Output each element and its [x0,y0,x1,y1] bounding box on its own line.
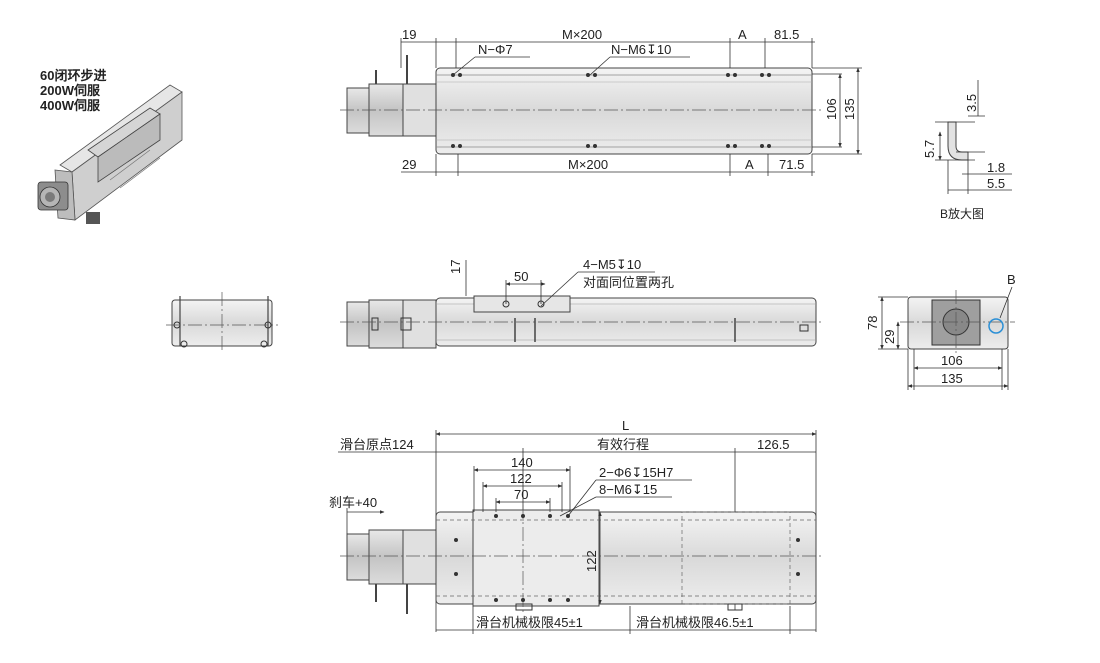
dim-122-h: 122 [510,471,532,486]
dim-106-end: 106 [941,353,963,368]
callout-phi6: 2−Φ6↧15H7 [599,465,673,480]
brake-label: 刹车+40 [329,495,377,510]
callout-m5-note: 对面同位置两孔 [583,275,674,290]
motor-option-200w: 200W伺服 [40,83,100,98]
dim-3-5: 3.5 [964,94,979,112]
limit-46-5: 滑台机械极限46.5±1 [636,615,754,630]
dim-70: 70 [514,487,528,502]
dim-71-5: 71.5 [779,157,804,172]
dim-m200-bottom: M×200 [568,157,608,172]
dim-135-top: 135 [842,98,857,120]
motor-option-400w: 400W伺服 [40,98,100,113]
dim-78: 78 [865,316,880,330]
callout-m6: 8−M6↧15 [599,482,657,497]
left-end-view [166,292,278,352]
dim-5-7: 5.7 [922,140,937,158]
dim-81-5: 81.5 [774,27,799,42]
detail-b-caption: B放大图 [940,206,984,221]
stroke-label: 有效行程 [597,437,649,452]
motor-option-stepper: 60闭环步进 [40,68,107,83]
limit-45: 滑台机械极限45±1 [476,615,583,630]
label-b: B [1007,272,1016,287]
dim-50: 50 [514,269,528,284]
dim-m200-top: M×200 [562,27,602,42]
callout-n-phi7: N−Φ7 [478,42,513,57]
dim-a-top: A [738,27,747,42]
dim-29: 29 [402,157,416,172]
bottom-view: L 滑台原点124 有效行程 126.5 [329,418,822,634]
top-view: 19 M×200 A 81.5 N−Φ7 N−M6↧10 29 M×200 A … [340,27,862,176]
dim-140: 140 [511,455,533,470]
dim-135-end: 135 [941,371,963,386]
dim-126-5: 126.5 [757,437,790,452]
dim-29-end: 29 [882,330,897,344]
origin-label: 滑台原点124 [340,437,414,452]
detail-b: 3.5 5.7 1.8 5.5 B放大图 [922,80,1012,221]
product-iso-illustration [37,84,183,224]
dim-122-v: 122 [584,550,599,572]
dim-106-top: 106 [824,98,839,120]
dim-17: 17 [448,260,463,274]
callout-n-m6: N−M6↧10 [611,42,671,57]
side-view: 17 50 4−M5↧10 对面同位置两孔 [340,257,822,349]
dim-19: 19 [402,27,416,42]
dim-l: L [622,418,629,433]
right-end-view: B 78 29 106 135 [865,272,1016,390]
motor-options: 60闭环步进 200W伺服 400W伺服 [40,68,106,113]
dim-1-8: 1.8 [987,160,1005,175]
callout-m5: 4−M5↧10 [583,257,641,272]
dim-5-5: 5.5 [987,176,1005,191]
dim-a-bottom: A [745,157,754,172]
